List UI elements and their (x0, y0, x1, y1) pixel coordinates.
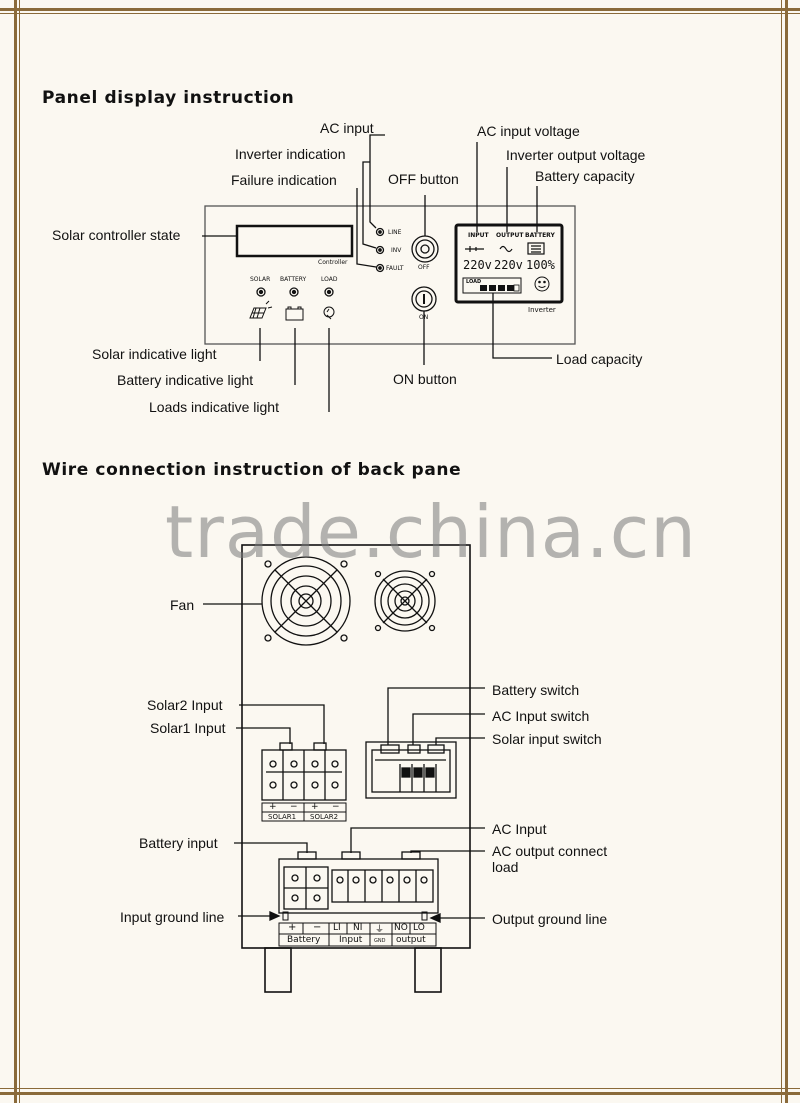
lcd-output-voltage: 220v (494, 258, 523, 272)
lcd-battery-icon (527, 242, 545, 255)
label-ac-input-switch: AC Input switch (492, 708, 590, 724)
label-load-capacity: Load capacity (556, 351, 643, 367)
lcd-plug-icon (465, 246, 484, 252)
label-input-ground-line: Input ground line (120, 909, 225, 925)
ground-symbol-icon: ⏚ (375, 925, 385, 935)
terminal-battery-text: Battery (287, 935, 321, 945)
panel-load-text: LOAD (321, 276, 338, 283)
main-terminal-block (278, 851, 439, 947)
solar1-plus: + (269, 802, 277, 812)
solar1-minus: − (290, 802, 298, 812)
solar-panel-icon (249, 300, 273, 319)
panel-inverter-text: Inverter (528, 306, 556, 314)
solar2-text: SOLAR2 (310, 813, 339, 821)
on-button-graphic (411, 286, 437, 312)
panel-battery-text: BATTERY (280, 276, 307, 283)
back-section-title: Wire connection instruction of back pane (42, 460, 462, 480)
lcd-battery-percent: 100% (526, 258, 555, 272)
terminal-ni: NI (353, 923, 363, 933)
lcd-input-label: INPUT (468, 232, 489, 239)
label-on-button: ON button (393, 371, 457, 387)
label-solar1-input: Solar1 Input (150, 720, 226, 736)
terminal-input-text: Input (339, 935, 363, 945)
battery-minus: − (313, 922, 322, 933)
label-failure-indication: Failure indication (231, 172, 337, 188)
panel-on-text: ON (419, 314, 429, 321)
front-panel (204, 205, 576, 345)
terminal-no: NO (394, 923, 408, 933)
off-button-graphic (411, 235, 439, 263)
terminal-output-text: output (396, 935, 426, 945)
frame-bottom-line-thin (0, 1088, 800, 1089)
big-fan (261, 556, 351, 646)
label-battery-input: Battery input (139, 835, 218, 851)
label-battery-capacity: Battery capacity (535, 168, 635, 184)
small-fan (374, 570, 436, 632)
battery-light (289, 287, 299, 297)
solar-light (256, 287, 266, 297)
lcd-screen (454, 223, 564, 304)
left-foot (264, 947, 292, 993)
label-solar2-input: Solar2 Input (147, 697, 223, 713)
lcd-battery-label: BATTERY (525, 232, 555, 239)
battery-plus: + (288, 922, 297, 933)
watermark: trade.china.cn (165, 490, 697, 574)
right-foot (414, 947, 442, 993)
solar1-text: SOLAR1 (268, 813, 297, 821)
label-battery-switch: Battery switch (492, 682, 580, 698)
battery-icon (285, 306, 304, 321)
frame-top-line-thin (0, 13, 800, 14)
label-ac-input-voltage: AC input voltage (477, 123, 580, 139)
panel-fault-text: FAULT (386, 265, 404, 272)
label-solar-controller-state: Solar controller state (52, 227, 181, 243)
solar2-plus: + (311, 802, 319, 812)
frame-right-line-thin (781, 0, 782, 1103)
fault-light (375, 263, 385, 273)
panel-off-text: OFF (418, 264, 430, 271)
label-fan: Fan (170, 597, 195, 613)
frame-top-line (0, 8, 800, 11)
label-output-ground-line: Output ground line (492, 911, 608, 927)
smiley-icon (534, 276, 550, 292)
terminal-li: LI (333, 923, 341, 933)
lcd-wave-icon (499, 245, 513, 253)
terminal-lo: LO (413, 923, 425, 933)
bulb-icon (323, 306, 335, 320)
solar-terminal-block (261, 742, 347, 822)
inv-light (375, 245, 385, 255)
panel-section-title: Panel display instruction (42, 88, 295, 108)
lcd-load-bar (462, 277, 522, 294)
lcd-input-voltage: 220v (463, 258, 492, 272)
label-inverter-indication: Inverter indication (235, 146, 346, 162)
label-inverter-output-voltage: Inverter output voltage (506, 147, 646, 163)
cabinet-body (241, 544, 471, 949)
lcd-load-label: LOAD (466, 279, 482, 285)
label-ac-input: AC input (320, 120, 374, 136)
frame-right-line (785, 0, 788, 1103)
label-off-button: OFF button (388, 171, 459, 187)
label-ac-input-back: AC Input (492, 821, 547, 837)
frame-bottom-line (0, 1092, 800, 1095)
terminal-gnd-text: GND (374, 938, 386, 944)
controller-display (235, 224, 354, 258)
label-solar-input-switch: Solar input switch (492, 731, 602, 747)
frame-left-line-thin (19, 0, 20, 1103)
panel-controller-text: Controller (318, 259, 348, 266)
breaker-switches (365, 741, 457, 799)
panel-solar-text: SOLAR (250, 276, 271, 283)
frame-left-line (14, 0, 17, 1103)
label-solar-indicative-light: Solar indicative light (92, 346, 217, 362)
lcd-output-label: OUTPUT (496, 232, 524, 239)
label-load: load (492, 859, 519, 875)
label-ac-output-connect: AC output connect (492, 843, 608, 859)
label-battery-indicative-light: Battery indicative light (117, 372, 254, 388)
panel-inv-text: INV (391, 247, 402, 254)
load-light (324, 287, 334, 297)
line-light (375, 227, 385, 237)
panel-line-text: LINE (388, 229, 402, 236)
solar2-minus: − (332, 802, 340, 812)
label-loads-indicative-light: Loads indicative light (149, 399, 279, 415)
